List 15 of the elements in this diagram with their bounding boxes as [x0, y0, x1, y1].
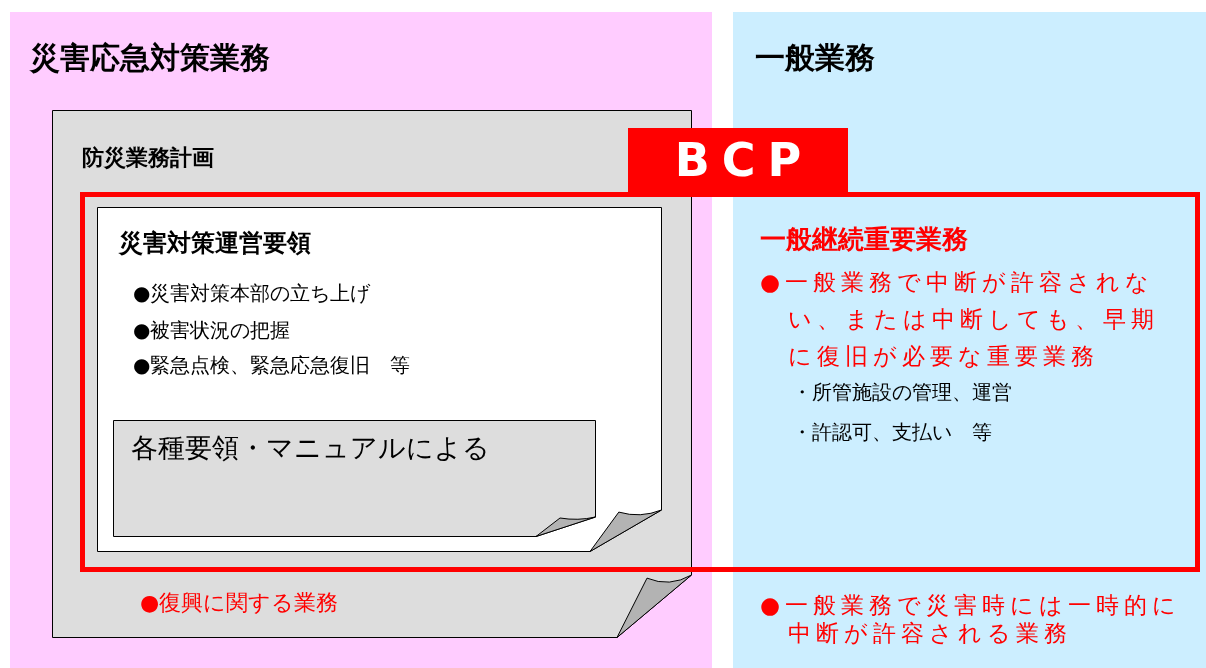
- document-title: 防災業務計画: [82, 145, 214, 172]
- list-item: ・許認可、支払い 等: [792, 420, 992, 444]
- list-item: ●緊急点検、緊急応急復旧 等: [133, 353, 411, 377]
- document-title: 災害対策運営要領: [119, 229, 311, 258]
- bcp-tab: BCP: [628, 128, 848, 192]
- bullet-text: ●復興に関する業務: [140, 590, 339, 617]
- panel-title: 災害応急対策業務: [30, 40, 270, 76]
- bullet-text: ●一般業務で災害時には一時的に中断が許容される業務: [760, 592, 1183, 648]
- list-item: ●災害対策本部の立ち上げ: [133, 281, 371, 305]
- list-item: ●被害状況の把握: [133, 318, 291, 342]
- list-item: ・所管施設の管理、運営: [792, 380, 1012, 404]
- panel-title: 一般業務: [755, 40, 875, 76]
- heading: 一般継続重要業務: [760, 224, 968, 256]
- bullet-text: ●一般業務で中断が許容されない、または中断しても、早期に復旧が必要な重要業務: [760, 268, 1160, 371]
- document-text: 各種要領・マニュアルによる: [131, 432, 490, 465]
